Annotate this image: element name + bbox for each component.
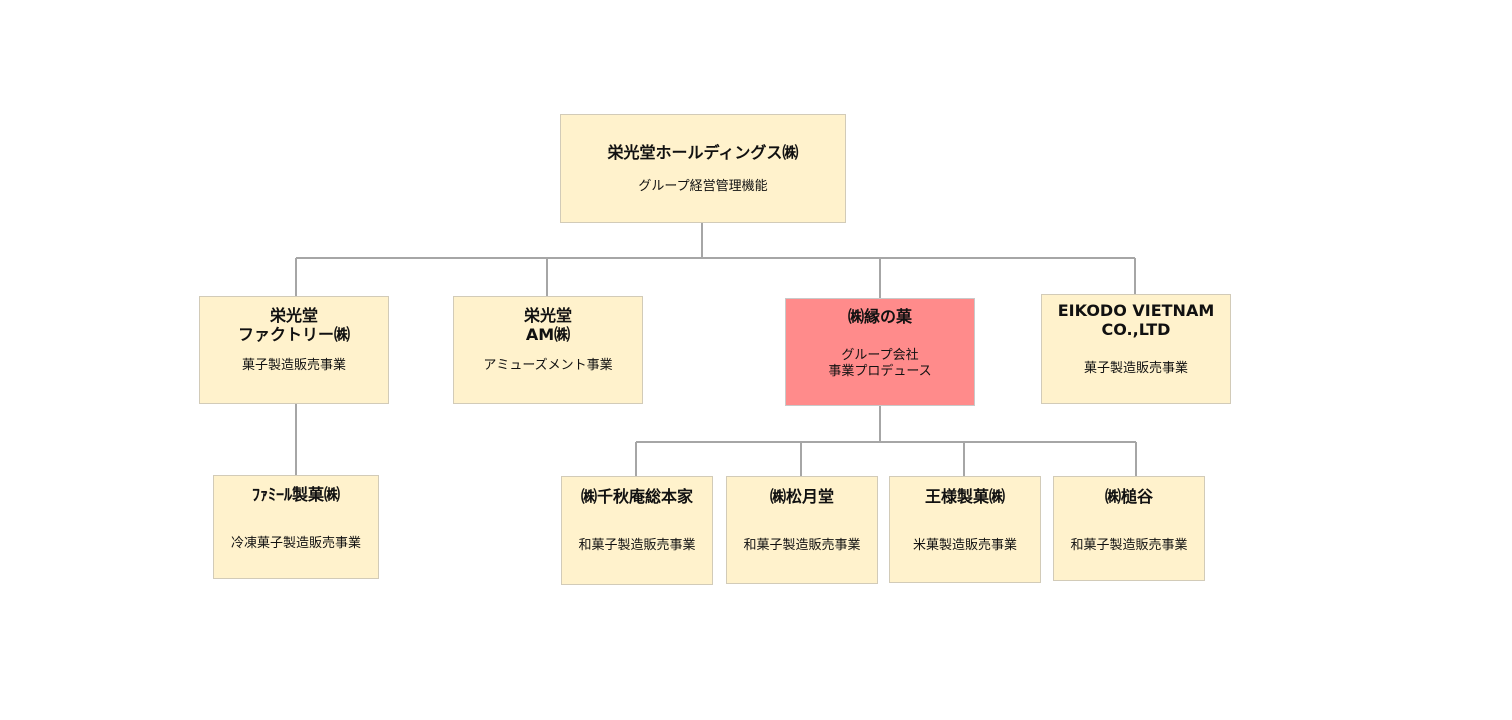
node-eikodo-am-name-line-1: 栄光堂 (523, 306, 572, 325)
node-eikodo-am-name-line-2: AM㈱ (525, 325, 571, 344)
node-senshuan-sohonke-desc: 和菓子製造販売事業 (578, 538, 696, 553)
node-eikodo-vietnam: EIKODO VIETNAM CO.,LTD 菓子製造販売事業 (1041, 294, 1231, 404)
node-holdings-name: 栄光堂ホールディングス㈱ (607, 143, 799, 162)
node-osama-seika-desc: 米菓製造販売事業 (912, 538, 1017, 553)
node-famille-seika-name: ﾌｧﾐｰﾙ製菓㈱ (251, 485, 340, 504)
node-eikodo-am-desc: アミューズメント事業 (483, 358, 612, 374)
node-famille-seika: ﾌｧﾐｰﾙ製菓㈱ 冷凍菓子製造販売事業 (213, 475, 379, 579)
node-osama-seika-name: 王様製菓㈱ (924, 487, 1005, 506)
node-eikodo-vietnam-name-line-2: CO.,LTD (1101, 320, 1171, 339)
node-eikodo-factory: 栄光堂 ファクトリー㈱ 菓子製造販売事業 (199, 296, 389, 404)
node-eikodo-vietnam-name-line-1: EIKODO VIETNAM (1057, 301, 1215, 320)
node-eikodo-factory-name-line-2: ファクトリー㈱ (237, 325, 350, 344)
node-shogetsudo: ㈱松月堂 和菓子製造販売事業 (726, 476, 878, 584)
node-tsuchiya: ㈱槌谷 和菓子製造販売事業 (1053, 476, 1205, 581)
node-eikodo-vietnam-name: EIKODO VIETNAM CO.,LTD (1058, 301, 1215, 339)
node-eikodo-am-name: 栄光堂 AM㈱ (524, 306, 572, 344)
node-enishi-no-ka: ㈱縁の菓 グループ会社 事業プロデュース (785, 298, 975, 406)
node-eikodo-am-desc-line-1: アミューズメント事業 (483, 358, 613, 373)
node-eikodo-am: 栄光堂 AM㈱ アミューズメント事業 (453, 296, 643, 404)
node-eikodo-vietnam-desc: 菓子製造販売事業 (1084, 361, 1188, 377)
node-eikodo-factory-name-line-1: 栄光堂 (269, 306, 318, 325)
node-enishi-no-ka-desc-line-2: 事業プロデュース (828, 364, 932, 379)
node-shogetsudo-desc: 和菓子製造販売事業 (743, 538, 861, 553)
node-tsuchiya-desc: 和菓子製造販売事業 (1070, 538, 1188, 553)
node-holdings-desc: グループ経営管理機能 (638, 179, 768, 194)
node-enishi-no-ka-desc: グループ会社 事業プロデュース (828, 348, 931, 380)
node-eikodo-factory-name: 栄光堂 ファクトリー㈱ (238, 306, 350, 344)
node-tsuchiya-name: ㈱槌谷 (1104, 487, 1153, 506)
node-senshuan-sohonke: ㈱千秋庵総本家 和菓子製造販売事業 (561, 476, 713, 585)
node-eikodo-vietnam-desc-line-1: 菓子製造販売事業 (1083, 361, 1188, 376)
node-shogetsudo-name: ㈱松月堂 (769, 487, 834, 506)
node-eikodo-factory-desc: 菓子製造販売事業 (242, 358, 346, 374)
node-holdings: 栄光堂ホールディングス㈱ グループ経営管理機能 (560, 114, 846, 223)
node-senshuan-sohonke-name: ㈱千秋庵総本家 (580, 487, 693, 506)
node-famille-seika-desc: 冷凍菓子製造販売事業 (230, 536, 361, 551)
node-eikodo-factory-desc-line-1: 菓子製造販売事業 (241, 358, 346, 373)
node-enishi-no-ka-desc-line-1: グループ会社 (841, 348, 919, 363)
node-osama-seika: 王様製菓㈱ 米菓製造販売事業 (889, 476, 1041, 583)
node-enishi-no-ka-name-line-1: ㈱縁の菓 (847, 307, 912, 326)
node-enishi-no-ka-name: ㈱縁の菓 (848, 307, 912, 326)
